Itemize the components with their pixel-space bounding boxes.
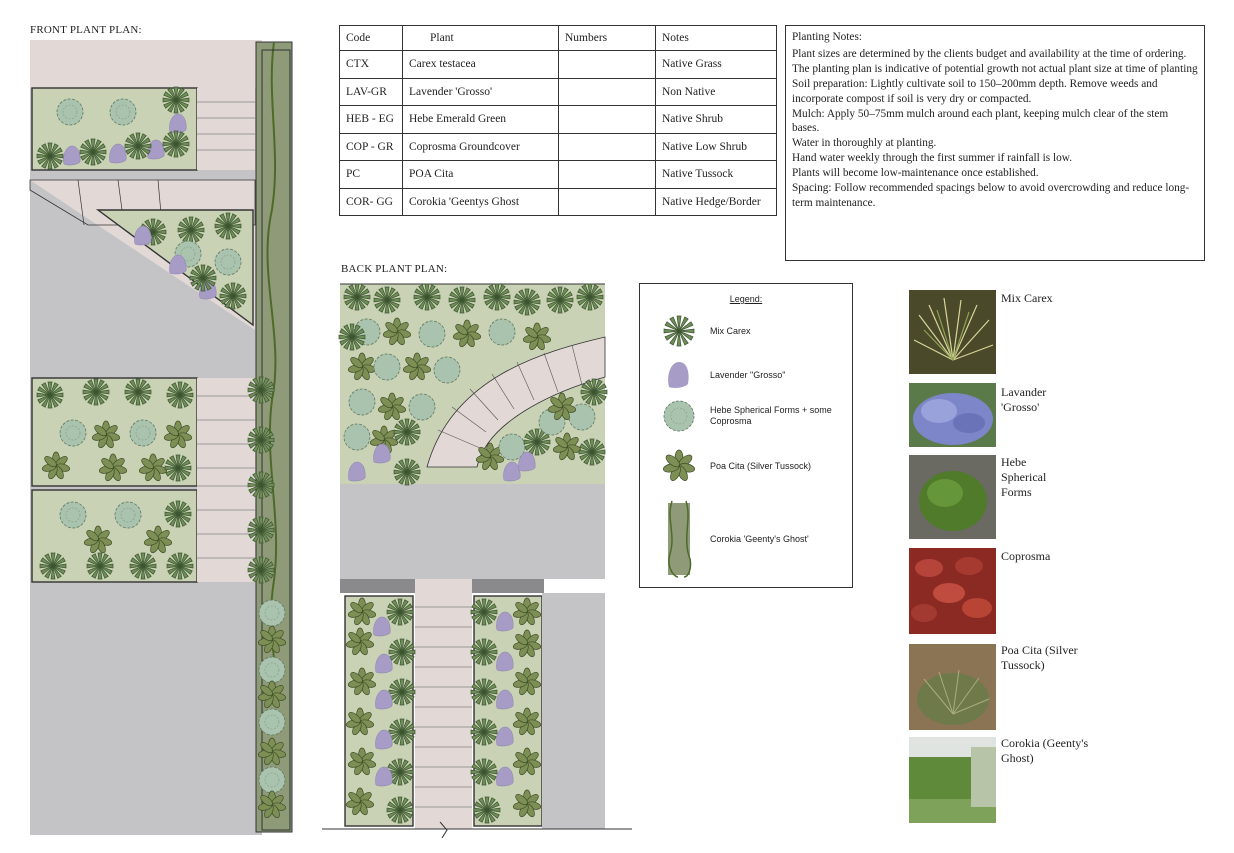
table-row: CTX Carex testacea Native Grass (339, 50, 777, 79)
cell-numbers (558, 105, 656, 134)
planting-note: Hand water weekly through the first summ… (792, 152, 1073, 165)
legend-label: Hebe Spherical Forms + some Coprosma (710, 405, 832, 426)
photo-poa (909, 644, 996, 730)
legend-heading: Legend: (729, 294, 763, 304)
cell-notes: Non Native (655, 77, 777, 106)
planting-note: Spacing: Follow recommended spacings bel… (792, 182, 1190, 209)
cell-plant: Carex testacea (402, 50, 559, 79)
legend-box: Legend: Mix Carex Lavender "Grosso" Hebe… (639, 283, 853, 588)
cell-notes: Native Low Shrub (655, 132, 777, 161)
corokia-photo-icon (909, 737, 996, 823)
table-row: HEB - EG Hebe Emerald Green Native Shrub (339, 105, 777, 134)
back-plan-title: BACK PLANT PLAN: (341, 263, 448, 275)
photo-label: Corokia (Geenty's Ghost) (1001, 736, 1089, 765)
cell-numbers (558, 132, 656, 161)
cell-code: LAV-GR (339, 77, 403, 106)
cell-notes: Native Hedge/Border (655, 187, 777, 216)
legend-item-hebe: Hebe Spherical Forms + some Coprosma (662, 399, 848, 433)
photo-corokia (909, 737, 996, 823)
photo-label: Poa Cita (Silver Tussock) (1001, 643, 1078, 672)
planting-note: Soil preparation: Lightly cultivate soil… (792, 77, 1158, 105)
corokia-icon (668, 500, 692, 578)
header-notes: Notes (655, 25, 777, 51)
cell-plant: Coprosma Groundcover (402, 132, 559, 161)
cell-code: COP - GR (339, 132, 403, 161)
poa-photo-icon (909, 644, 996, 730)
photo-mix-carex (909, 290, 996, 374)
table-header-row: Code Plant Numbers Notes (339, 25, 777, 51)
carex-photo-icon (909, 290, 996, 374)
cell-notes: Native Tussock (655, 160, 777, 189)
front-plan-title: FRONT PLANT PLAN: (30, 24, 142, 36)
cell-numbers (558, 187, 656, 216)
planting-note: Mulch: Apply 50–75mm mulch around each p… (792, 107, 1169, 135)
cell-notes: Native Grass (655, 50, 777, 79)
legend-label: Corokia 'Geenty's Ghost' (710, 533, 809, 544)
back-plan-drawing (322, 283, 632, 839)
legend-item-carex: Mix Carex (662, 314, 848, 348)
planting-notes-heading: Planting Notes: (792, 31, 862, 43)
legend-item-corokia: Corokia 'Geenty's Ghost' (662, 499, 848, 579)
legend-label: Lavender "Grosso" (710, 369, 786, 380)
planting-note: Plant sizes are determined by the client… (792, 47, 1187, 60)
table-row: COR- GG Corokia 'Geentys Ghost Native He… (339, 187, 777, 216)
cell-numbers (558, 160, 656, 189)
cell-plant: POA Cita (402, 160, 559, 189)
cell-notes: Native Shrub (655, 105, 777, 134)
cell-code: HEB - EG (339, 105, 403, 134)
cell-numbers (558, 77, 656, 106)
table-row: PC POA Cita Native Tussock (339, 160, 777, 189)
legend-label: Poa Cita (Silver Tussock) (710, 460, 812, 471)
cell-code: COR- GG (339, 187, 403, 216)
photo-coprosma (909, 548, 996, 634)
legend-label: Mix Carex (710, 325, 751, 336)
hebe-photo-icon (909, 455, 996, 539)
cell-code: CTX (339, 50, 403, 79)
cell-plant: Lavender 'Grosso' (402, 77, 559, 106)
table-row: LAV-GR Lavender 'Grosso' Non Native (339, 77, 777, 106)
plant-schedule-table: Code Plant Numbers Notes CTX Carex testa… (339, 25, 777, 216)
planting-note: Water in thoroughly at planting. (792, 137, 937, 150)
legend-item-poa: Poa Cita (Silver Tussock) (662, 449, 848, 483)
coprosma-photo-icon (909, 548, 996, 634)
photo-label: Coprosma (1001, 549, 1051, 563)
planting-note: Plants will become low-maintenance once … (792, 167, 1039, 180)
cell-plant: Corokia 'Geentys Ghost (402, 187, 559, 216)
photo-label: Hebe Spherical Forms (1001, 455, 1047, 499)
carex-icon (663, 315, 695, 347)
hebe-icon (663, 400, 695, 432)
header-code: Code (339, 25, 403, 51)
legend-item-lavender: Lavender "Grosso" (662, 358, 848, 392)
photo-label: Mix Carex (1001, 291, 1053, 305)
photo-lavender (909, 383, 996, 447)
cell-plant: Hebe Emerald Green (402, 105, 559, 134)
planting-note: The planting plan is indicative of poten… (792, 62, 1198, 75)
table-row: COP - GR Coprosma Groundcover Native Low… (339, 132, 777, 161)
poa-icon (663, 449, 695, 481)
lavender-icon (668, 362, 689, 388)
front-plan-drawing (29, 40, 293, 835)
header-plant: Plant (402, 25, 559, 51)
photo-label: Lavander 'Grosso' (1001, 385, 1047, 414)
photo-hebe (909, 455, 996, 539)
lavender-photo-icon (909, 383, 996, 447)
planting-notes-box: Planting Notes: Plant sizes are determin… (785, 25, 1205, 261)
header-numbers: Numbers (558, 25, 656, 51)
cell-numbers (558, 50, 656, 79)
cell-code: PC (339, 160, 403, 189)
